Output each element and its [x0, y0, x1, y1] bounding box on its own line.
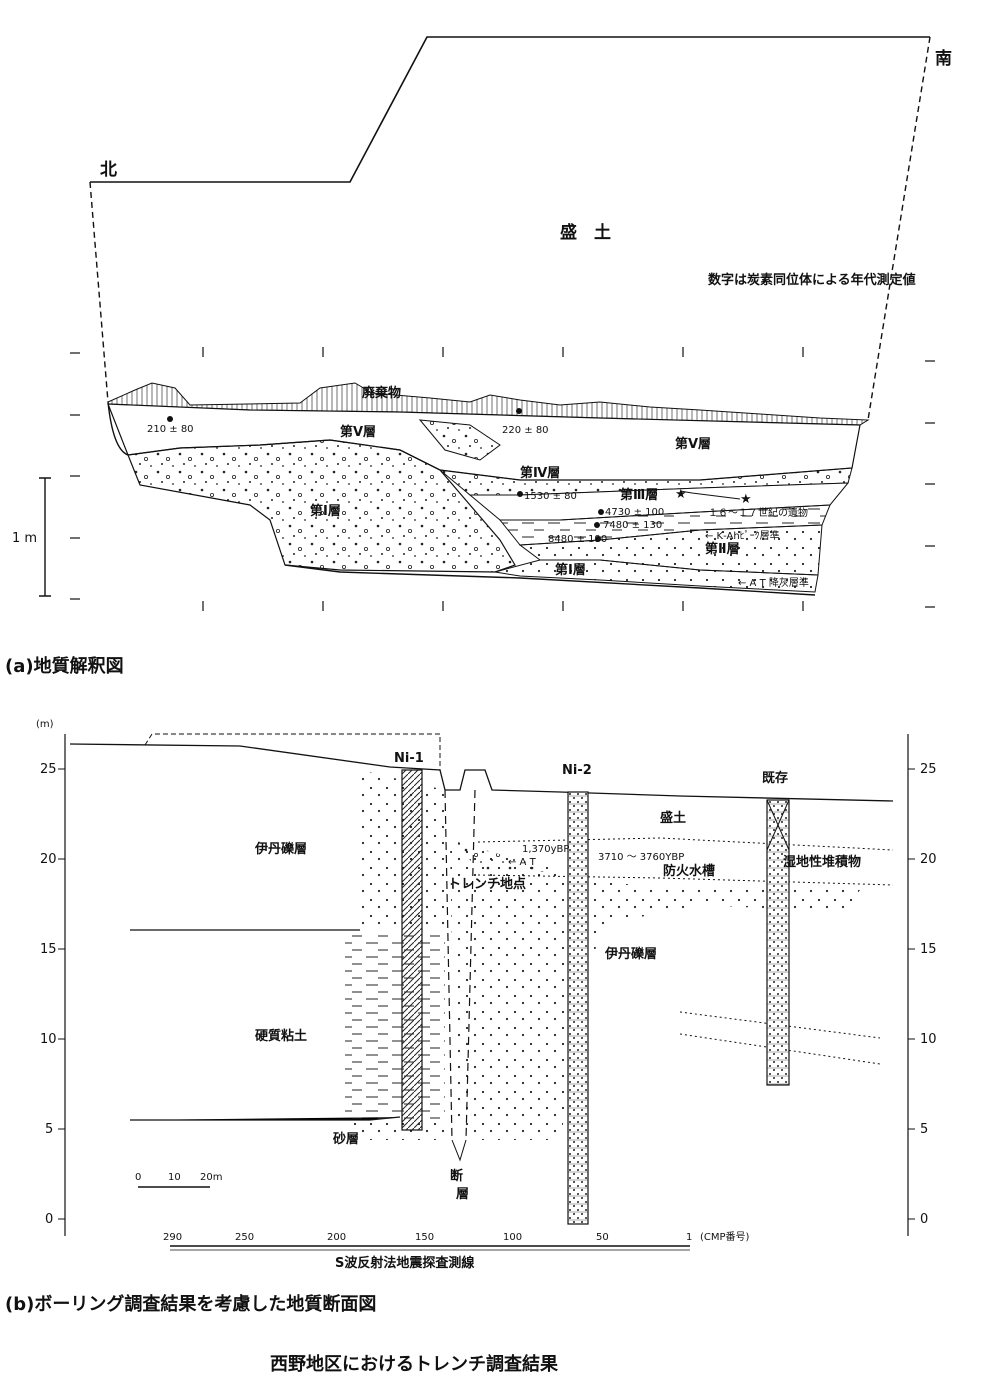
scale-label: 1 m	[12, 531, 37, 546]
y-tick-left-10: 10	[40, 1032, 57, 1047]
layer-5-right-label: 第Ⅴ層	[675, 436, 711, 452]
fire-cistern-label: 防火水槽	[663, 863, 715, 879]
south-label: 南	[935, 48, 952, 69]
date-210: 210 ± 80	[147, 424, 194, 435]
relics-label: １６～１７世紀の遺物	[708, 506, 808, 519]
layer-1-right-label: 第Ⅰ層	[555, 562, 586, 578]
caption-a: (a)地質解釈図	[5, 655, 124, 677]
date-1370-label: 1,370yBP	[522, 844, 569, 855]
dating-note: 数字は炭素同位体による年代測定値	[708, 272, 916, 288]
layer-3-label: 第Ⅲ層	[620, 487, 658, 503]
itami-gravel-center-label: 伊丹礫層	[604, 946, 657, 962]
scale-20: 20m	[200, 1172, 222, 1183]
date-220: 220 ± 80	[502, 425, 549, 436]
y-tick-right-15: 15	[920, 942, 937, 957]
cmp-tick-200: 200	[327, 1232, 346, 1243]
date-7480: 7480 ± 130	[603, 520, 662, 531]
survey-line-label: S波反射法地震探査測線	[335, 1255, 475, 1271]
at-horizon-label: ← A T 降灰層準	[738, 576, 809, 589]
panel-b-geologic-section: (m) 25 20 15 10 5 0 25 20 15 10 5 0 Ni-1…	[5, 719, 937, 1315]
cmp-tick-250: 250	[235, 1232, 254, 1243]
existing-borehole-core	[766, 799, 790, 1086]
y-unit: (m)	[36, 719, 54, 730]
date-4730: 4730 ± 100	[605, 507, 664, 518]
waste-label: 廃棄物	[361, 385, 401, 401]
borehole-ni2-label: Ni-2	[562, 763, 592, 778]
borehole-ni1-label: Ni-1	[394, 751, 424, 766]
date-1530: 1530 ± 80	[524, 491, 577, 502]
y-tick-right-25: 25	[920, 762, 937, 777]
panel-a-trench-section: ★ ★ 北 南 盛 土 数字は炭素同位体による年代測定値 廃棄物 210 ± 8…	[5, 36, 952, 677]
y-tick-left-20: 20	[40, 852, 57, 867]
existing-borehole-label: 既存	[762, 770, 788, 786]
y-tick-left-0: 0	[45, 1212, 53, 1227]
y-tick-left-25: 25	[40, 762, 57, 777]
fault-label-2: 層	[456, 1187, 469, 1202]
layer-5-left-label: 第Ⅴ層	[340, 424, 376, 440]
figure-title: 西野地区におけるトレンチ調査結果	[270, 1353, 559, 1375]
itami-gravel-left-label: 伊丹礫層	[254, 841, 307, 857]
star-marker-1: ★	[675, 487, 687, 502]
borehole-ni1-core	[401, 769, 423, 1131]
layer-4-label: 第Ⅳ層	[520, 465, 560, 481]
layer-1-left-label: 第Ⅰ層	[310, 503, 341, 519]
date-8480: 8480 ± 190	[548, 534, 607, 545]
y-tick-left-15: 15	[40, 942, 57, 957]
cmp-unit-label: (CMP番号)	[700, 1231, 750, 1243]
layer-2-label: 第Ⅱ層	[705, 541, 740, 557]
cmp-tick-100: 100	[503, 1232, 522, 1243]
sand-layer-label: 砂層	[332, 1131, 359, 1147]
y-tick-right-10: 10	[920, 1032, 937, 1047]
fill-label-b: 盛土	[660, 810, 686, 826]
y-tick-right-0: 0	[920, 1212, 928, 1227]
date-range-label: 3710 ～ 3760YBP	[598, 852, 684, 863]
at-marker-b: ← A T	[508, 857, 537, 868]
y-tick-right-20: 20	[920, 852, 937, 867]
north-label: 北	[100, 160, 117, 180]
fault-label-1: 断	[450, 1168, 463, 1184]
kah-horizon-label: ← K‐Ahﾋﾟｰｸ層準	[705, 529, 780, 542]
borehole-ni2-core	[567, 791, 589, 1225]
star-marker-2: ★	[740, 492, 752, 507]
y-tick-right-5: 5	[920, 1122, 928, 1137]
scale-0: 0	[135, 1172, 141, 1183]
cmp-tick-50: 50	[596, 1232, 609, 1243]
cmp-tick-150: 150	[415, 1232, 434, 1243]
wetland-deposit-label: 湿地性堆積物	[783, 854, 861, 870]
cmp-tick-1: 1	[686, 1232, 692, 1243]
hard-clay-label: 硬質粘土	[255, 1028, 307, 1044]
cmp-tick-290: 290	[163, 1232, 182, 1243]
fill-label: 盛 土	[560, 222, 611, 243]
y-tick-left-5: 5	[45, 1122, 53, 1137]
caption-b: (b)ボーリング調査結果を考慮した地質断面図	[5, 1293, 376, 1315]
trench-site-label: トレンチ地点	[448, 876, 526, 892]
scale-10: 10	[168, 1172, 181, 1183]
